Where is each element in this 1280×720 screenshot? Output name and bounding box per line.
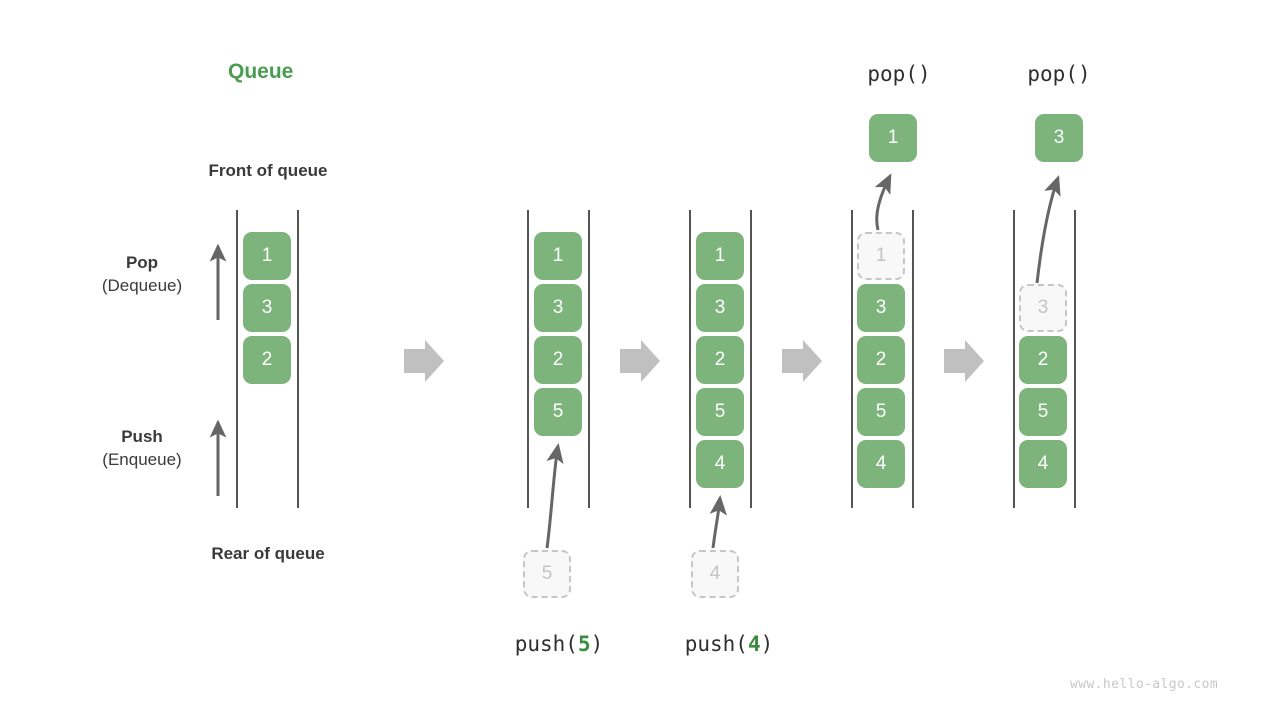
queue-cell-new: 5 <box>534 388 582 436</box>
incoming-element-ghost: 4 <box>691 550 739 598</box>
queue-cell: 2 <box>1019 336 1067 384</box>
queue-rail-left <box>1013 210 1015 508</box>
removed-element-ghost: 3 <box>1019 284 1067 332</box>
queue-rail-right <box>912 210 914 508</box>
queue-cell: 2 <box>696 336 744 384</box>
pop-label-bold: Pop <box>125 253 159 272</box>
rear-of-queue-label: Rear of queue <box>211 544 325 563</box>
push5-prefix: push( <box>514 632 578 656</box>
push5-suffix: ) <box>590 632 604 656</box>
push-label-bold: Push <box>121 427 163 446</box>
transition-arrow-2 <box>620 340 660 382</box>
pop3-operation-label: pop() <box>1027 62 1091 86</box>
queue-rail-right <box>588 210 590 508</box>
queue-cell: 3 <box>857 284 905 332</box>
queue-cell: 2 <box>243 336 291 384</box>
push-label-paren: (Enqueue) <box>102 449 182 469</box>
queue-cell-new: 4 <box>696 440 744 488</box>
incoming-element-ghost: 5 <box>523 550 571 598</box>
push4-motion-arrow <box>709 495 727 549</box>
queue-rail-right <box>750 210 752 508</box>
queue-cell: 2 <box>857 336 905 384</box>
push5-motion-arrow <box>545 443 564 549</box>
pop1-motion-arrow <box>874 173 892 231</box>
page-title: Queue <box>228 60 294 83</box>
push4-argument: 4 <box>747 632 761 656</box>
transition-arrow-1 <box>404 340 444 382</box>
queue-cell: 1 <box>243 232 291 280</box>
queue-cell: 3 <box>534 284 582 332</box>
queue-cell: 5 <box>696 388 744 436</box>
queue-rail-right <box>1074 210 1076 508</box>
queue-cell: 5 <box>1019 388 1067 436</box>
push4-prefix: push( <box>684 632 748 656</box>
pop1-operation-label: pop() <box>867 62 931 86</box>
pop-side-label: Pop (Dequeue) <box>62 252 222 298</box>
popped-element: 3 <box>1035 114 1083 162</box>
queue-cell: 3 <box>243 284 291 332</box>
push4-suffix: ) <box>760 632 774 656</box>
push5-argument: 5 <box>577 632 591 656</box>
queue-cell: 1 <box>534 232 582 280</box>
pop-label-paren: (Dequeue) <box>101 275 183 295</box>
queue-cell: 1 <box>696 232 744 280</box>
queue-rail-left <box>851 210 853 508</box>
queue-rail-right <box>297 210 299 508</box>
queue-rail-left <box>689 210 691 508</box>
queue-cell: 4 <box>1019 440 1067 488</box>
removed-element-ghost: 1 <box>857 232 905 280</box>
push-side-label: Push (Enqueue) <box>62 426 222 472</box>
queue-rail-left <box>236 210 238 508</box>
queue-cell: 2 <box>534 336 582 384</box>
front-of-queue-label: Front of queue <box>208 161 328 180</box>
popped-element: 1 <box>869 114 917 162</box>
push5-operation-label: push(5) <box>469 632 649 656</box>
pop3-motion-arrow <box>1035 175 1061 284</box>
watermark: www.hello-algo.com <box>1070 677 1219 692</box>
queue-cell: 3 <box>696 284 744 332</box>
queue-cell: 4 <box>857 440 905 488</box>
transition-arrow-4 <box>944 340 984 382</box>
transition-arrow-3 <box>782 340 822 382</box>
queue-rail-left <box>527 210 529 508</box>
push4-operation-label: push(4) <box>639 632 819 656</box>
queue-cell: 5 <box>857 388 905 436</box>
